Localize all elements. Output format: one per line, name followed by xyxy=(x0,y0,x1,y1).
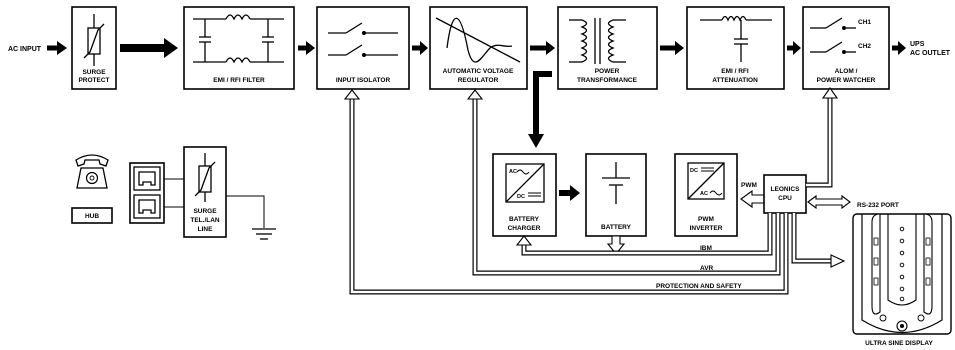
arrow-output xyxy=(892,41,906,55)
arrow-pwm xyxy=(740,189,765,209)
charger-dc-text: DC xyxy=(517,194,525,200)
power-transformance-label-2: TRANSFORMANCE xyxy=(577,77,638,84)
avr-label-2: REGULATOR xyxy=(458,77,499,84)
regulator-wave-icon xyxy=(435,17,521,63)
battery-charger-label-2: CHARGER xyxy=(508,225,541,232)
transformer-icon xyxy=(569,18,626,64)
power-transformance-block: POWER TRANSFORMANCE xyxy=(557,6,658,90)
ultra-sine-display-label: ULTRA SINE DISPLAY xyxy=(865,340,933,347)
surge-protect-label-1: SURGE xyxy=(82,69,106,76)
display-button xyxy=(879,314,887,322)
surge-tel-lan-block: SURGE TEL./LAN LINE xyxy=(183,146,227,238)
rs232-arrow xyxy=(807,194,851,210)
surge-tel-label-3: LINE xyxy=(198,226,213,233)
jack-panel xyxy=(129,162,165,224)
bus-ibm xyxy=(515,213,773,256)
emi-filter-label: EMI / RFI FILTER xyxy=(213,77,265,84)
ac-outlet-label: AC OUTLET xyxy=(910,50,951,57)
arrow-attenuation-alom xyxy=(787,41,801,55)
pwm-inverter-label-2: INVERTER xyxy=(690,225,723,232)
surge-protect-block: SURGE PROTECT xyxy=(71,6,117,90)
avr-label-1: AUTOMATIC VOLTAGE xyxy=(443,68,514,75)
arrow-surge-filter xyxy=(120,38,178,58)
arrow-input xyxy=(47,41,67,55)
arrow-isolator-avr xyxy=(412,41,428,55)
switch-icon xyxy=(328,22,398,57)
indicator-leds xyxy=(899,226,905,302)
attenuation-circuit-icon xyxy=(700,15,772,62)
arrow-avr-transformer xyxy=(530,41,555,55)
input-isolator-block: INPUT ISOLATOR xyxy=(316,6,410,90)
ac-input-label: AC INPUT xyxy=(8,46,42,53)
side-slots xyxy=(873,237,931,286)
arrow-transformer-attenuation xyxy=(660,41,684,55)
battery-charger-label-1: BATTERY xyxy=(509,216,540,223)
charger-ac-text: AC xyxy=(509,169,517,175)
pwm-label: PWM xyxy=(741,182,757,189)
bus-cpu-alom xyxy=(806,87,839,188)
hub-box xyxy=(71,207,113,224)
power-button-icon xyxy=(896,320,908,332)
ac-wave-icon xyxy=(516,169,530,175)
battery-block: BATTERY xyxy=(585,153,647,237)
leonics-cpu-block: LEONICS CPU xyxy=(763,174,807,214)
ibm-label: IBM xyxy=(700,245,712,252)
emi-attenuation-block: EMI / RFI ATTENUATION xyxy=(686,6,785,90)
battery-charger-block: AC DC BATTERY CHARGER xyxy=(492,153,557,237)
emi-filter-block: EMI / RFI FILTER xyxy=(183,6,295,90)
inverter-ac-text: AC xyxy=(700,191,708,197)
filter-circuit-icon xyxy=(193,14,284,64)
surge-tel-label-2: TEL./LAN xyxy=(190,217,220,224)
cpu-label-2: CPU xyxy=(778,195,792,202)
surge-tel-label-1: SURGE xyxy=(193,208,217,215)
arrow-filter-isolator xyxy=(298,41,315,55)
ch2-label: CH2 xyxy=(858,43,871,50)
ch1-label: CH1 xyxy=(858,19,871,26)
hub-label: HUB xyxy=(85,213,99,220)
varistor-icon xyxy=(194,153,216,202)
display-button xyxy=(917,314,925,322)
bus-display xyxy=(791,213,846,268)
ground-icon xyxy=(226,195,276,240)
emi-attenuation-label-1: EMI / RFI xyxy=(721,68,749,75)
ultra-sine-display-device xyxy=(852,213,952,335)
arrow-battery-down xyxy=(606,235,626,255)
dc-lines-icon xyxy=(701,167,714,172)
rs232-label: RS-232 PORT xyxy=(857,202,899,209)
arrow-charger-battery xyxy=(559,185,580,201)
battery-label: BATTERY xyxy=(601,224,632,231)
avr-bus-label: AVR xyxy=(700,265,714,272)
bus-avr xyxy=(466,89,781,276)
alom-label-2: POWER WATCHER xyxy=(817,77,876,84)
pwm-inverter-label-1: PWM xyxy=(698,216,714,223)
battery-icon xyxy=(602,162,630,204)
bus-protection xyxy=(343,89,789,295)
pwm-inverter-block: DC AC PWM INVERTER xyxy=(674,153,738,237)
arrow-avr-charger xyxy=(528,71,552,148)
surge-protect-label-2: PROTECT xyxy=(78,77,109,84)
dual-switch-icon xyxy=(810,17,856,54)
emi-attenuation-label-2: ATTENUATION xyxy=(712,77,758,84)
cpu-label-1: LEONICS xyxy=(771,186,801,193)
varistor-icon xyxy=(83,14,105,66)
power-transformance-label-1: POWER xyxy=(595,68,620,75)
dc-lines-icon xyxy=(528,192,541,197)
alom-label-1: ALOM / xyxy=(835,68,858,75)
inverter-dc-text: DC xyxy=(690,168,698,174)
telephone-icon xyxy=(75,154,109,189)
alom-block: CH1 CH2 ALOM / POWER WATCHER xyxy=(802,6,890,90)
ac-wave-icon xyxy=(709,190,723,196)
input-isolator-label: INPUT ISOLATOR xyxy=(336,77,391,84)
ups-label: UPS xyxy=(910,41,925,48)
protection-label: PROTECTION AND SAFETY xyxy=(656,283,742,290)
avr-block: AUTOMATIC VOLTAGE REGULATOR xyxy=(429,6,528,90)
